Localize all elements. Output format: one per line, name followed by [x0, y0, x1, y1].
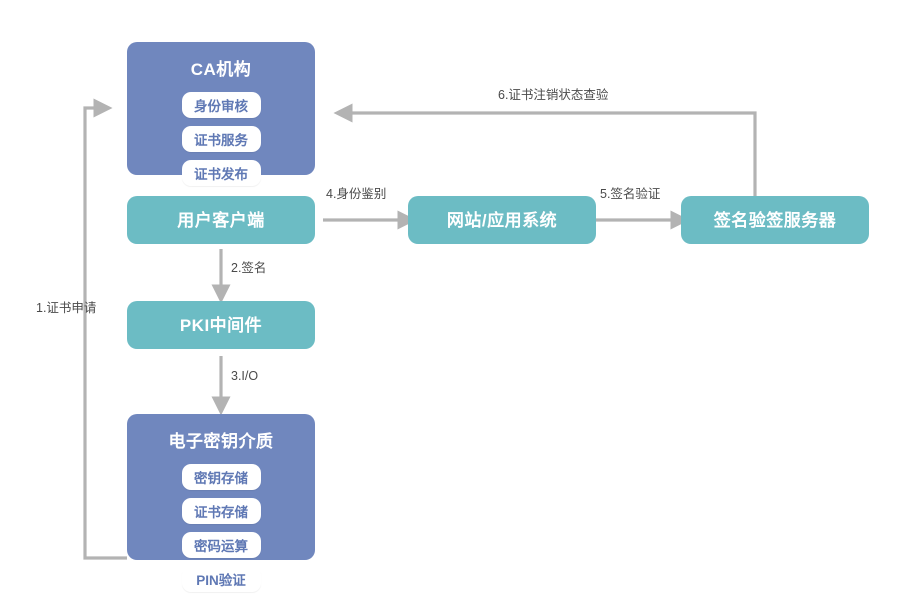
edge-label-signature-verify: 5.签名验证: [600, 187, 661, 201]
node-user-client[interactable]: 用户客户端: [127, 196, 315, 244]
node-key-media[interactable]: 电子密钥介质 密钥存储 证书存储 密码运算 PIN验证: [127, 414, 315, 592]
pill-cert-publish[interactable]: 证书发布: [181, 160, 261, 186]
pill-crypto-operation[interactable]: 密码运算: [181, 532, 261, 558]
edge-label-identity-auth: 4.身份鉴别: [326, 187, 387, 201]
node-key-media-pills: 密钥存储 证书存储 密码运算 PIN验证: [127, 464, 315, 592]
node-ca-title: CA机构: [190, 60, 252, 79]
node-key-media-title: 电子密钥介质: [168, 432, 274, 451]
node-website-app[interactable]: 网站/应用系统: [408, 196, 596, 244]
pill-cert-storage[interactable]: 证书存储: [181, 498, 261, 524]
edge-label-signature: 2.签名: [231, 261, 267, 275]
arrow-cert-application: [83, 98, 127, 560]
arrow-revocation-check: [333, 103, 757, 196]
node-user-client-title: 用户客户端: [177, 210, 265, 230]
pill-identity-review[interactable]: 身份审核: [181, 92, 261, 118]
node-pki-middleware[interactable]: PKI中间件: [127, 301, 315, 349]
node-pki-middleware-title: PKI中间件: [179, 315, 263, 335]
pill-pin-verification[interactable]: PIN验证: [181, 566, 261, 592]
edge-label-revocation-check: 6.证书注销状态查验: [498, 88, 609, 102]
pill-key-storage[interactable]: 密钥存储: [181, 464, 261, 490]
edge-label-io: 3.I/O: [231, 369, 259, 383]
node-signature-server[interactable]: 签名验签服务器: [681, 196, 869, 244]
node-ca[interactable]: CA机构 身份审核 证书服务 证书发布 CRL/OCSP: [127, 42, 315, 220]
edge-label-cert-application: 1.证书申请: [36, 301, 97, 315]
node-signature-server-title: 签名验签服务器: [713, 210, 837, 230]
node-website-app-title: 网站/应用系统: [446, 210, 558, 230]
pill-cert-service[interactable]: 证书服务: [181, 126, 261, 152]
